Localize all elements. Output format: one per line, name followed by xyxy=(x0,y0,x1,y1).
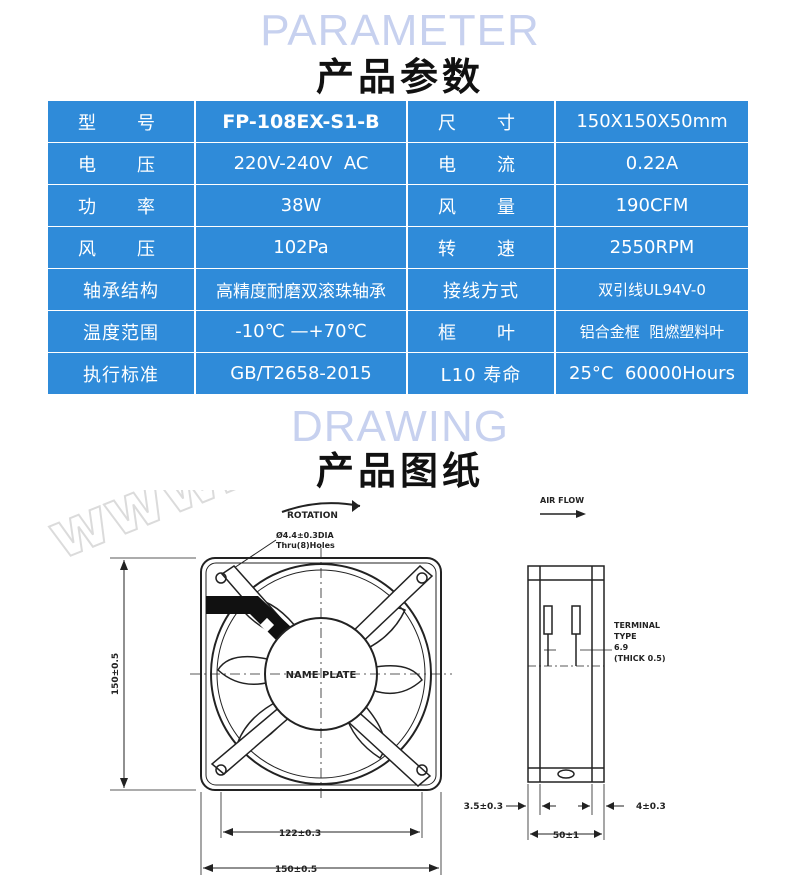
hole-spec-label: Thru(8)Holes xyxy=(276,541,335,550)
dim-hole-spacing-label: 122±0.3 xyxy=(279,829,321,839)
dim-right-offset-label: 4±0.3 xyxy=(636,802,666,812)
spec-label: 流 xyxy=(497,154,516,176)
spec-label-cell: 风量 xyxy=(408,185,554,226)
spec-value: 2550RPM xyxy=(556,227,748,268)
dim-arrow-icon xyxy=(203,864,213,872)
spec-label: 功 xyxy=(78,196,97,218)
drawing-watermark: DRAWING xyxy=(290,402,510,451)
terminal-label: 6.9 xyxy=(614,643,629,652)
wire-clip-icon xyxy=(259,617,275,633)
dim-arrow-icon xyxy=(542,802,550,810)
spec-value: 25°C 60000Hours xyxy=(556,353,748,394)
rotation-arrow-head-icon xyxy=(352,500,360,512)
mounting-holes xyxy=(215,572,428,776)
dim-arrow-icon xyxy=(120,560,128,570)
dim-arrow-icon xyxy=(606,802,614,810)
spec-row: 温度范围 -10℃ —+70℃ 框叶 铝合金框 阻燃塑料叶 xyxy=(48,311,750,352)
spec-row: 执行标准 GB/T2658-2015 L10 寿命 25°C 60000Hour… xyxy=(48,353,750,394)
spec-value: 高精度耐磨双滚珠轴承 xyxy=(196,269,406,310)
dim-arrow-icon xyxy=(518,802,526,810)
spec-table: 型号 FP-108EX-S1-B 尺寸 150X150X50mm 电压 220V… xyxy=(48,101,750,395)
spec-label: 轴承结构 xyxy=(48,269,194,310)
terminal-label: TYPE xyxy=(614,632,637,641)
dim-arrow-icon xyxy=(120,778,128,788)
spec-label: 率 xyxy=(137,196,156,218)
spec-label-cell: 框叶 xyxy=(408,311,554,352)
spec-label: 转 xyxy=(438,238,457,260)
fan-drawing: www.zkh360.com ROTATION Ø4.4±0.3DIA Thru… xyxy=(37,490,666,875)
spec-row: 型号 FP-108EX-S1-B 尺寸 150X150X50mm xyxy=(48,101,750,142)
spec-value: 0.22A xyxy=(556,143,748,184)
dim-arrow-icon xyxy=(429,864,439,872)
spec-label: 风 xyxy=(78,238,97,260)
spec-row: 轴承结构 高精度耐磨双滚珠轴承 接线方式 双引线UL94V-0 xyxy=(48,269,750,310)
spec-row: 风压 102Pa 转速 2550RPM xyxy=(48,227,750,268)
spec-label: 框 xyxy=(438,322,457,344)
spec-value: 190CFM xyxy=(556,185,748,226)
spec-value: 220V-240V AC xyxy=(196,143,406,184)
spec-label: 压 xyxy=(137,238,156,260)
spec-label: L10 寿命 xyxy=(408,353,554,394)
hole-leader-line xyxy=(227,539,277,573)
air-flow-arrow-head-icon xyxy=(576,510,586,518)
dim-arrow-icon xyxy=(410,828,420,836)
spec-label: 接线方式 xyxy=(408,269,554,310)
spec-value: 38W xyxy=(196,185,406,226)
spec-label-cell: 风压 xyxy=(48,227,194,268)
terminal-label: TERMINAL xyxy=(614,621,660,630)
air-flow-label: AIR FLOW xyxy=(540,496,584,505)
spec-label-cell: 转速 xyxy=(408,227,554,268)
rotation-label: ROTATION xyxy=(287,511,338,521)
spec-label-cell: 尺寸 xyxy=(408,101,554,142)
fan-side-view xyxy=(527,565,605,783)
dim-left-offset-label: 3.5±0.3 xyxy=(464,802,503,812)
spec-value: 150X150X50mm xyxy=(556,101,748,142)
spec-row: 电压 220V-240V AC 电流 0.22A xyxy=(48,143,750,184)
spec-label-cell: 电压 xyxy=(48,143,194,184)
dim-depth-label: 50±1 xyxy=(553,831,579,841)
dim-width-label: 150±0.5 xyxy=(275,865,317,875)
spec-label: 风 xyxy=(438,196,457,218)
spec-label: 叶 xyxy=(497,322,516,344)
section-title-parameters: 产品参数 xyxy=(315,55,484,99)
dim-arrow-icon xyxy=(223,828,233,836)
section-title-drawing: 产品图纸 xyxy=(315,449,484,493)
spec-value: FP-108EX-S1-B xyxy=(196,101,406,142)
wire-channel xyxy=(206,596,292,644)
spec-label: 执行标准 xyxy=(48,353,194,394)
spec-label-cell: 电流 xyxy=(408,143,554,184)
dim-height-label: 150±0.5 xyxy=(111,653,121,695)
spec-label: 寸 xyxy=(497,112,516,134)
spec-label-cell: 功率 xyxy=(48,185,194,226)
spec-value: GB/T2658-2015 xyxy=(196,353,406,394)
spec-label: 压 xyxy=(137,154,156,176)
hole-spec-label: Ø4.4±0.3DIA xyxy=(276,530,334,540)
spec-value: 102Pa xyxy=(196,227,406,268)
spec-label: 电 xyxy=(438,154,457,176)
spec-label: 型 xyxy=(78,112,97,134)
spec-value: -10℃ —+70℃ xyxy=(196,311,406,352)
dim-arrow-icon xyxy=(594,830,602,838)
spec-label: 温度范围 xyxy=(48,311,194,352)
spec-label: 号 xyxy=(137,112,156,134)
parameter-watermark: PARAMETER xyxy=(260,6,540,55)
spec-label: 量 xyxy=(497,196,516,218)
dim-arrow-icon xyxy=(530,830,538,838)
terminal-label: (THICK 0.5) xyxy=(614,654,665,663)
spec-row: 功率 38W 风量 190CFM xyxy=(48,185,750,226)
spec-value: 双引线UL94V-0 xyxy=(556,269,748,310)
spec-label: 电 xyxy=(78,154,97,176)
spec-label: 尺 xyxy=(438,112,457,134)
spec-label-cell: 型号 xyxy=(48,101,194,142)
spec-label: 速 xyxy=(497,238,516,260)
dim-arrow-icon xyxy=(582,802,590,810)
spec-value: 铝合金框 阻燃塑料叶 xyxy=(556,311,748,352)
